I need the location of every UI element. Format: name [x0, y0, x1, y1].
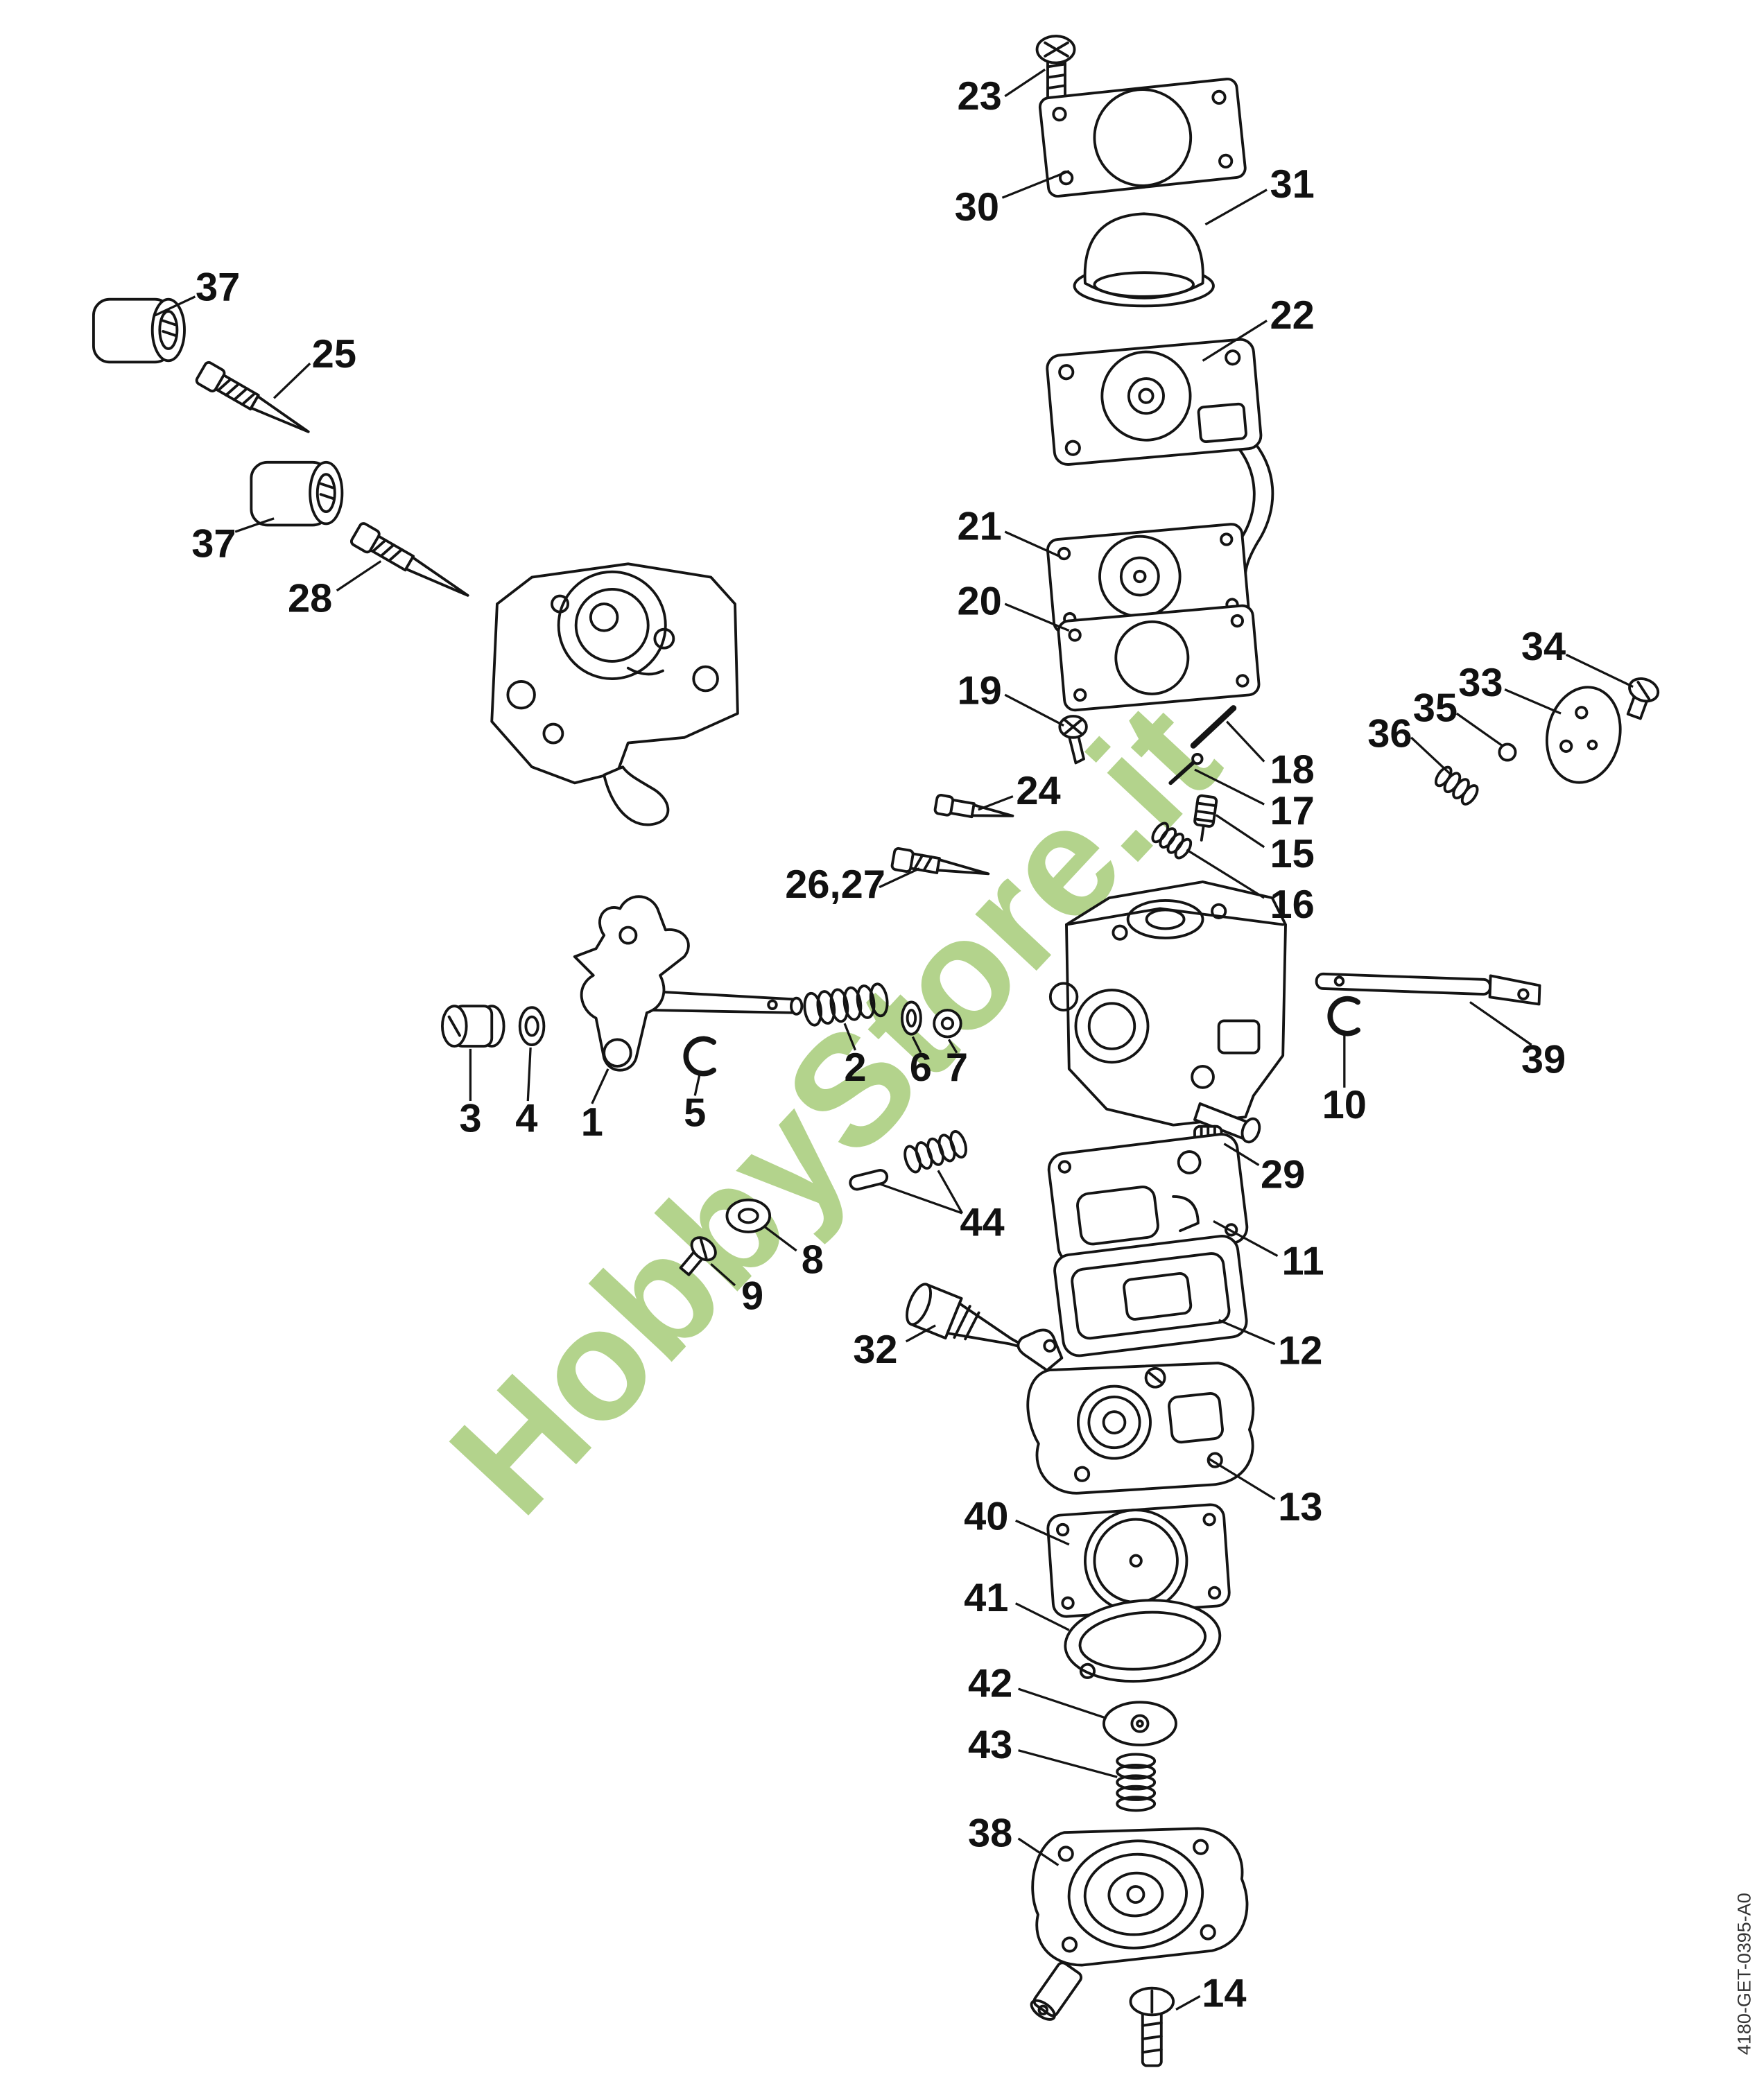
part-label-41: 41: [964, 1576, 1008, 1620]
part-label-21: 21: [958, 505, 1002, 549]
part-36-spring: [1434, 765, 1479, 806]
part-label-26-27: 26,27: [785, 862, 885, 907]
part-16-spring: [1151, 822, 1193, 860]
part-8-disc: [725, 1198, 772, 1233]
part-11-metering-plate: [1047, 1133, 1249, 1264]
part-label-25: 25: [312, 332, 356, 376]
part-label-23: 23: [958, 74, 1002, 119]
part-6-disc: [900, 1000, 922, 1036]
part-39-choke-shaft: [1315, 972, 1541, 1006]
main-carburetor-body: [1048, 880, 1287, 1144]
part-4-washer: [518, 1006, 546, 1047]
part-42-disc: [1102, 1701, 1177, 1746]
part-label-22: 22: [1270, 293, 1315, 338]
part-38-pump-housing: [1030, 1827, 1249, 2021]
left-carburetor-body: [490, 562, 739, 826]
part-label-7: 7: [946, 1045, 968, 1090]
part-44-spring-pin: [849, 1130, 967, 1191]
part-32-adjusting-screw: [906, 1283, 1032, 1351]
leader-lines: [154, 68, 1634, 2011]
part-22-pump-body: [1046, 338, 1274, 592]
part-label-37a: 37: [196, 266, 240, 310]
part-33-disc: [1545, 686, 1622, 784]
part-label-4: 4: [515, 1096, 537, 1140]
part-31-primer-dome: [1073, 212, 1215, 308]
part-19-screw: [1058, 715, 1088, 765]
part-label-42: 42: [968, 1662, 1012, 1706]
part-13-carburetor-flange: [1017, 1328, 1255, 1495]
part-14-screw: [1129, 1986, 1175, 2067]
part-5-clip: [683, 1036, 717, 1077]
part-label-14: 14: [1202, 1972, 1246, 2016]
part-label-30: 30: [955, 185, 999, 229]
part-20-pump-gasket: [1057, 604, 1261, 712]
part-40-metering-diaphragm: [1046, 1503, 1231, 1618]
part-24-jet: [933, 794, 1014, 819]
part-label-20: 20: [958, 580, 1002, 624]
part-label-15: 15: [1270, 832, 1315, 876]
part-label-5: 5: [684, 1091, 706, 1136]
part-label-13: 13: [1278, 1485, 1322, 1529]
part-label-43: 43: [968, 1723, 1012, 1767]
part-10-clip: [1327, 996, 1360, 1036]
part-18-pin: [1190, 705, 1237, 749]
part-9-screw: [679, 1236, 717, 1276]
part-23-screw: [1035, 35, 1076, 103]
part-label-38: 38: [968, 1811, 1012, 1855]
part-3-nut: [441, 1005, 505, 1048]
part-label-1: 1: [581, 1100, 603, 1145]
part-label-9: 9: [741, 1274, 763, 1319]
part-label-37b: 37: [191, 522, 236, 566]
part-28-adjusting-needle: [349, 522, 469, 597]
part-label-10: 10: [1322, 1083, 1367, 1127]
part-37-cap-upper: [92, 297, 186, 364]
part-12-gasket: [1053, 1235, 1248, 1357]
part-label-17: 17: [1270, 789, 1315, 833]
part-label-12: 12: [1278, 1329, 1322, 1373]
part-43-spring: [1116, 1753, 1157, 1812]
part-label-11: 11: [1282, 1240, 1324, 1284]
part-label-24: 24: [1016, 769, 1060, 813]
part-label-40: 40: [964, 1495, 1008, 1539]
part-label-35: 35: [1413, 686, 1458, 731]
part-label-39: 39: [1521, 1038, 1566, 1082]
part-7-disc: [933, 1009, 962, 1039]
part-label-31: 31: [1270, 162, 1315, 207]
part-label-32: 32: [853, 1328, 897, 1372]
part-label-8: 8: [802, 1238, 824, 1283]
part-label-28: 28: [288, 577, 332, 621]
part-35-ball: [1498, 743, 1517, 762]
part-label-29: 29: [1261, 1152, 1305, 1197]
part-41-gasket-ring: [1064, 1599, 1222, 1683]
part-label-34: 34: [1521, 625, 1566, 669]
part-label-18: 18: [1270, 747, 1315, 792]
part-label-3: 3: [459, 1096, 481, 1140]
part-34-screw: [1626, 677, 1660, 720]
part-label-44: 44: [960, 1201, 1004, 1245]
part-37-cap-lower: [250, 460, 344, 527]
part-25-adjusting-needle: [195, 361, 310, 433]
part-label-2: 2: [844, 1045, 866, 1090]
part-labels: 23 30 31 22 21 20 19 18 17 15 16 34 33 3…: [191, 74, 1566, 2016]
part-15-valve: [1193, 794, 1218, 842]
part-label-33: 33: [1458, 661, 1503, 705]
part-label-19: 19: [958, 669, 1002, 713]
part-label-6: 6: [910, 1045, 932, 1090]
part-30-cover-plate: [1038, 78, 1247, 198]
doc-code: 4180-GET-0395-A0: [1734, 1893, 1755, 2055]
part-label-16: 16: [1270, 883, 1315, 927]
part-label-36: 36: [1367, 711, 1412, 756]
part-2-spring: [803, 982, 889, 1027]
part-17-pin: [1168, 752, 1204, 785]
part-1-throttle-shaft-lever: [573, 895, 804, 1072]
